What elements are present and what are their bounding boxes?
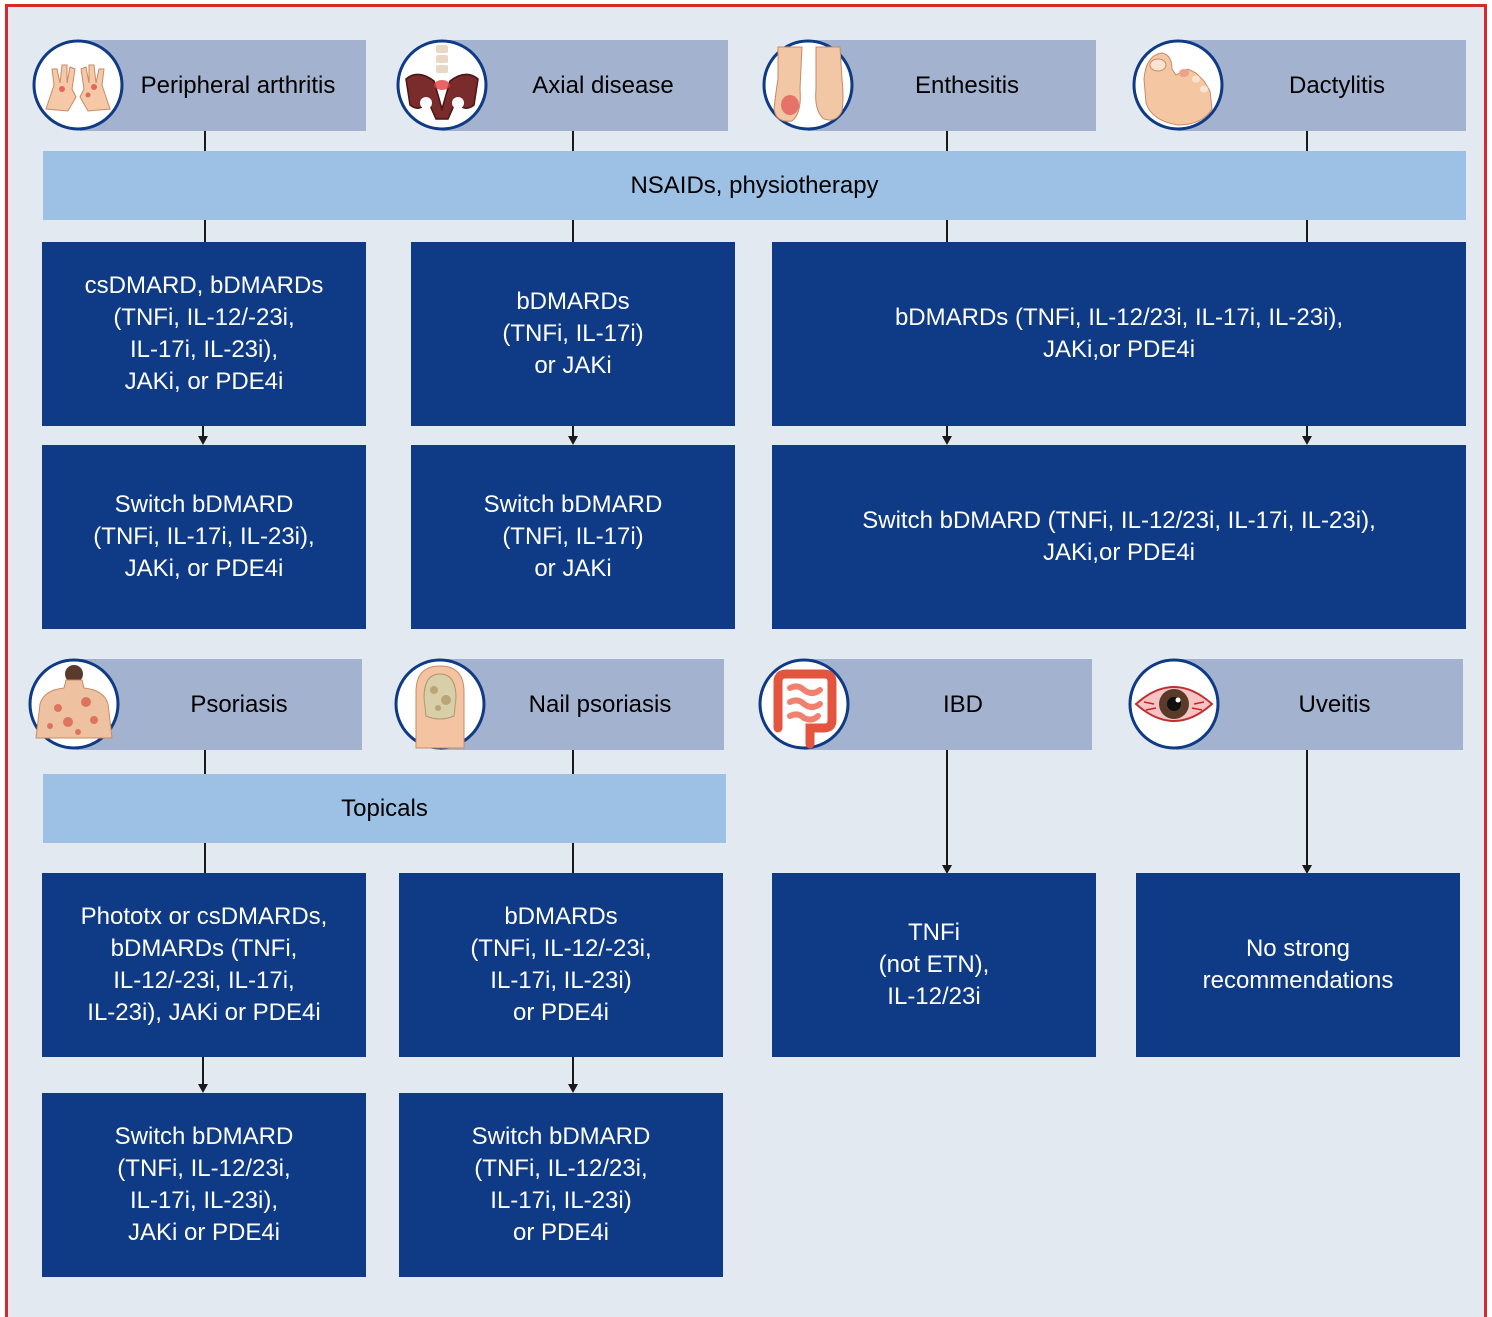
arrow-head [1302, 436, 1312, 445]
hands-icon [32, 39, 124, 131]
arrow-line [572, 426, 574, 436]
header-label: Axial disease [532, 71, 674, 99]
box-text: Switch bDMARD (TNFi, IL-17i) or JAKi [483, 491, 663, 582]
connector-line [204, 843, 206, 873]
arrow-head [198, 436, 208, 445]
arrow-line [1306, 426, 1308, 436]
header-peripheral-arthritis: Peripheral arthritis [80, 40, 366, 131]
arrow-head [942, 865, 952, 874]
toe-icon [1132, 39, 1224, 131]
box-text: bDMARDs (TNFi, IL-12/23i, IL-17i, IL-23i… [894, 304, 1344, 363]
box-text: Switch bDMARD (TNFi, IL-12/23i, IL-17i, … [114, 1123, 294, 1246]
ibd-first-line-box: TNFi (not ETN), IL-12/23i [772, 873, 1096, 1057]
connector-line [572, 131, 574, 151]
enthesitis-dactylitis-first-line-box: bDMARDs (TNFi, IL-12/23i, IL-17i, IL-23i… [772, 242, 1466, 426]
header-ibd: IBD [804, 659, 1092, 750]
axial-switch-box: Switch bDMARD (TNFi, IL-17i) or JAKi [411, 445, 735, 629]
header-label: IBD [942, 690, 983, 718]
bar-label: Topicals [341, 794, 428, 822]
intestine-icon [758, 658, 850, 750]
arrow-line [1306, 750, 1308, 865]
connector-line [204, 131, 206, 151]
arrow-head [942, 436, 952, 445]
box-text: bDMARDs (TNFi, IL-12/-23i, IL-17i, IL-23… [470, 903, 652, 1026]
enthesitis-dactylitis-switch-box: Switch bDMARD (TNFi, IL-12/23i, IL-17i, … [772, 445, 1466, 629]
box-text: Switch bDMARD (TNFi, IL-17i, IL-23i), JA… [93, 491, 315, 582]
axial-first-line-box: bDMARDs (TNFi, IL-17i) or JAKi [411, 242, 735, 426]
header-label: Enthesitis [914, 71, 1020, 99]
box-text: Phototx or csDMARDs, bDMARDs (TNFi, IL-1… [80, 903, 328, 1026]
header-uveitis: Uveitis [1176, 659, 1463, 750]
connector-line [204, 750, 206, 774]
red-eye-icon [1128, 658, 1220, 750]
box-text: csDMARD, bDMARDs (TNFi, IL-12/-23i, IL-1… [84, 272, 324, 395]
connector-line [572, 843, 574, 873]
connector-line [1306, 220, 1308, 242]
header-enthesitis: Enthesitis [808, 40, 1096, 131]
arrow-line [202, 1057, 204, 1084]
connector-line [1306, 131, 1308, 151]
pelvis-icon [396, 39, 488, 131]
arrow-head [198, 1084, 208, 1093]
box-text: TNFi (not ETN), IL-12/23i [878, 919, 990, 1010]
psoriasis-switch-box: Switch bDMARD (TNFi, IL-12/23i, IL-17i, … [42, 1093, 366, 1277]
header-psoriasis: Psoriasis [76, 659, 362, 750]
psoriasis-first-line-box: Phototx or csDMARDs, bDMARDs (TNFi, IL-1… [42, 873, 366, 1057]
header-label: Nail psoriasis [528, 690, 672, 718]
arrow-line [946, 750, 948, 865]
fingernail-icon [394, 658, 486, 750]
peripheral-switch-box: Switch bDMARD (TNFi, IL-17i, IL-23i), JA… [42, 445, 366, 629]
back-skin-icon [28, 658, 120, 750]
header-label: Psoriasis [190, 690, 288, 718]
heel-icon [762, 39, 854, 131]
bar-label: NSAIDs, physiotherapy [630, 171, 879, 199]
header-axial-disease: Axial disease [442, 40, 728, 131]
box-text: Switch bDMARD (TNFi, IL-12/23i, IL-17i, … [862, 507, 1376, 566]
header-label: Peripheral arthritis [140, 71, 336, 99]
uveitis-box: No strong recommendations [1136, 873, 1460, 1057]
nsaids-bar: NSAIDs, physiotherapy [43, 151, 1466, 220]
arrow-line [202, 426, 204, 436]
nail-psoriasis-switch-box: Switch bDMARD (TNFi, IL-12/23i, IL-17i, … [399, 1093, 723, 1277]
arrow-head [568, 436, 578, 445]
connector-line [572, 220, 574, 242]
arrow-head [568, 1084, 578, 1093]
peripheral-first-line-box: csDMARD, bDMARDs (TNFi, IL-12/-23i, IL-1… [42, 242, 366, 426]
topicals-bar: Topicals [43, 774, 726, 843]
box-text: Switch bDMARD (TNFi, IL-12/23i, IL-17i, … [471, 1123, 651, 1246]
connector-line [946, 131, 948, 151]
header-label: Dactylitis [1288, 71, 1385, 99]
arrow-head [1302, 865, 1312, 874]
arrow-line [572, 1057, 574, 1084]
connector-line [204, 220, 206, 242]
header-label: Uveitis [1298, 690, 1371, 718]
box-text: No strong recommendations [1202, 935, 1394, 994]
connector-line [572, 750, 574, 774]
box-text: bDMARDs (TNFi, IL-17i) or JAKi [502, 288, 644, 379]
nail-psoriasis-first-line-box: bDMARDs (TNFi, IL-12/-23i, IL-17i, IL-23… [399, 873, 723, 1057]
arrow-line [946, 426, 948, 436]
header-dactylitis: Dactylitis [1178, 40, 1466, 131]
connector-line [946, 220, 948, 242]
header-nail-psoriasis: Nail psoriasis [440, 659, 724, 750]
